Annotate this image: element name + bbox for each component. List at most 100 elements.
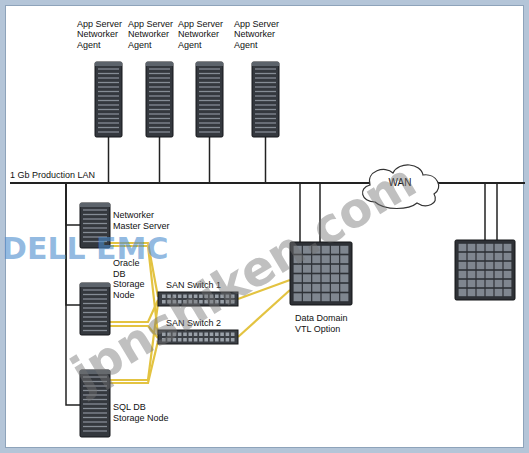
array-drive	[477, 262, 485, 269]
switch-port	[220, 333, 224, 337]
drive-slot	[83, 325, 107, 326]
drive-slot	[149, 122, 170, 123]
drive-slot	[83, 421, 107, 422]
drive-slot	[98, 122, 119, 123]
drive-slot	[149, 77, 170, 78]
array-drive	[294, 246, 302, 254]
switch-port	[189, 295, 193, 299]
remote-lan-wire	[496, 184, 498, 240]
switch-port	[215, 295, 219, 299]
storage-node: Oracle DB Storage Node	[80, 283, 110, 335]
array-drive	[504, 280, 512, 287]
node-label: 1 Gb Production LAN	[10, 170, 95, 181]
array-drive	[303, 293, 311, 301]
switch-port	[226, 338, 230, 342]
switch-port	[204, 333, 208, 337]
array-drive	[322, 284, 330, 292]
switch-port	[167, 295, 171, 299]
server-body	[252, 62, 279, 137]
lan-link	[66, 184, 80, 405]
array-drive	[504, 253, 512, 260]
drive-slot	[83, 241, 107, 242]
switch-port	[162, 333, 166, 337]
drive-slot	[149, 73, 170, 74]
node-label: App Server Networker Agent	[77, 19, 125, 51]
array-drive	[495, 289, 503, 296]
drive-slot	[83, 307, 107, 308]
switch-port	[194, 338, 198, 342]
switch-port	[226, 300, 230, 304]
switch-port	[189, 338, 193, 342]
drive-slot	[83, 232, 107, 233]
drive-slot	[255, 122, 276, 123]
array-drive	[495, 244, 503, 251]
array-drive	[468, 244, 476, 251]
array-drive	[477, 271, 485, 278]
switch-port	[215, 338, 219, 342]
switch-port	[178, 295, 182, 299]
server-body	[80, 283, 110, 335]
switch-port	[220, 338, 224, 342]
drive-slot	[199, 109, 220, 110]
drive-slot	[98, 127, 119, 128]
switch-port	[194, 295, 198, 299]
app-server: App Server Networker Agent	[196, 62, 223, 137]
drive-slot	[199, 73, 220, 74]
array-drive	[331, 284, 339, 292]
data-domain: Data Domain VTL Option	[290, 242, 352, 305]
drive-slot	[83, 223, 107, 224]
drive-slot	[83, 330, 107, 331]
switch-port	[204, 338, 208, 342]
master-server: Networker Master Server	[80, 203, 110, 248]
switch-port	[215, 300, 219, 304]
drive-slot	[149, 113, 170, 114]
drive-slot	[199, 77, 220, 78]
array-drive	[340, 246, 348, 254]
drive-slot	[199, 91, 220, 92]
array-drive	[294, 274, 302, 282]
drive-slot	[149, 118, 170, 119]
switch-port	[183, 300, 187, 304]
node-icon	[252, 62, 279, 137]
array-body	[455, 240, 515, 300]
drive-slot	[98, 82, 119, 83]
array-drive	[312, 274, 320, 282]
fibre-link	[110, 326, 158, 338]
drive-slot	[83, 214, 107, 215]
drive-slot	[83, 412, 107, 413]
switch-port	[178, 300, 182, 304]
switch-port	[215, 333, 219, 337]
switch-port	[199, 295, 203, 299]
drive-slot	[83, 312, 107, 313]
switch-port	[210, 300, 214, 304]
array-drive	[303, 265, 311, 273]
lan-link	[66, 184, 80, 305]
array-drive	[486, 244, 494, 251]
drive-slot	[98, 86, 119, 87]
array-drive	[495, 271, 503, 278]
wan-cloud: WAN	[355, 158, 445, 210]
drive-slot	[199, 104, 220, 105]
array-drive	[468, 271, 476, 278]
fibre-link	[110, 246, 158, 335]
switch-port	[231, 333, 235, 337]
array-drive	[486, 280, 494, 287]
drive-slot	[255, 109, 276, 110]
app-server: App Server Networker Agent	[95, 62, 122, 137]
drive-slot	[199, 122, 220, 123]
drive-slot	[199, 113, 220, 114]
switch-port	[162, 295, 166, 299]
drive-slot	[83, 385, 107, 386]
lan-link	[108, 137, 110, 182]
node-icon	[80, 283, 110, 335]
node-label: Networker Master Server	[113, 210, 177, 231]
switch-body	[158, 292, 238, 306]
node-label: Oracle DB Storage Node	[113, 258, 149, 300]
lan-link	[209, 137, 211, 182]
array-drive	[459, 271, 467, 278]
lan-line	[10, 182, 525, 184]
switch-port	[162, 300, 166, 304]
drive-slot	[149, 104, 170, 105]
array-drive	[331, 246, 339, 254]
switch-port	[178, 338, 182, 342]
